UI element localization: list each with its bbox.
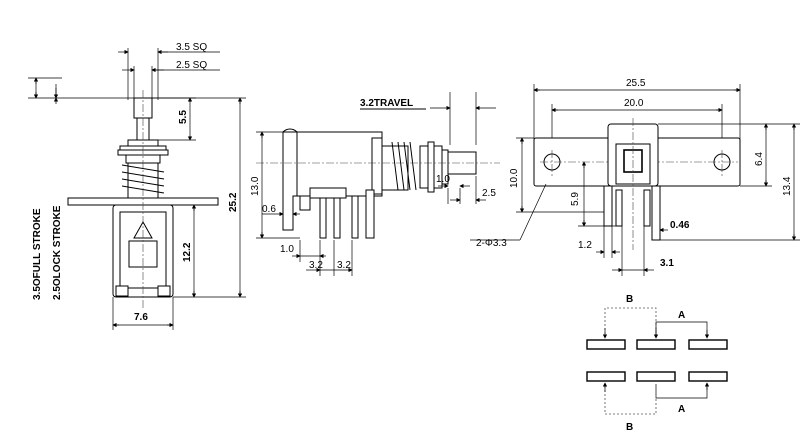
front-view: 3.5 SQ 2.5 SQ 5.5	[28, 42, 246, 330]
front-knob-height-label: 5.5	[178, 110, 189, 124]
pad-bottom-left	[586, 371, 626, 382]
schematic-label-a-top: A	[678, 310, 685, 321]
schematic-label-b-bottom: B	[626, 422, 633, 433]
front-total-height-label: 25.2	[228, 192, 239, 212]
schematic-a-top-connection	[655, 321, 708, 336]
side-pitch-a-label: 3.2	[309, 260, 323, 271]
top-total-height-label: 13.4	[782, 176, 793, 196]
front-body-height-label: 12.2	[182, 242, 193, 262]
side-pin-offset-label: 0.6	[262, 204, 276, 215]
side-pitch-b-label: 3.2	[337, 260, 351, 271]
top-pin-spacing-label: 3.1	[660, 258, 674, 269]
side-body	[282, 131, 383, 231]
top-pin-width-label: 1.2	[578, 240, 592, 251]
pad-top-center	[636, 339, 676, 350]
side-bush-len-label: 2.5	[482, 188, 496, 199]
top-flange-height-label: 10.0	[509, 168, 520, 188]
side-bush-gap-label: 1.0	[436, 174, 450, 185]
side-height-label: 13.0	[250, 176, 261, 196]
switch-schematic: B A A B	[586, 294, 728, 433]
schematic-a-bottom-connection	[655, 384, 708, 399]
side-spring	[391, 141, 417, 191]
top-pin-thickness-label: 0.46	[670, 220, 690, 231]
pad-top-left	[586, 339, 626, 350]
front-body-width-label: 7.6	[134, 312, 148, 323]
pad-bottom-center	[636, 371, 676, 382]
front-sq-outer-label: 3.5 SQ	[176, 42, 207, 53]
schematic-label-a-bottom: A	[678, 404, 685, 415]
schematic-b-top-connection	[604, 307, 657, 334]
top-hole-callout: 2-Φ3.3	[476, 238, 507, 249]
pad-bottom-right	[688, 371, 728, 382]
travel-label: 3.2TRAVEL	[360, 98, 413, 109]
front-triangle-mark	[133, 220, 153, 239]
schematic-b-bottom-connection	[604, 386, 657, 415]
top-width-label: 25.5	[626, 78, 646, 89]
side-pitch-first-label: 1.0	[280, 244, 294, 255]
top-pin-offset-label: 5.9	[570, 192, 581, 206]
lock-stroke-label: 2.5OLOCK STROKE	[52, 205, 63, 300]
front-sq-inner-label: 2.5 SQ	[176, 60, 207, 71]
top-view: 25.5 20.0 10.0 5.9	[470, 78, 800, 276]
top-hole-pitch-label: 20.0	[624, 98, 644, 109]
pad-top-right	[688, 339, 728, 350]
top-mid-height-label: 6.4	[754, 152, 765, 166]
full-stroke-label: 3.5OFULL STROKE	[32, 208, 43, 300]
side-view: 3.2TRAVEL 13.0 0.6	[250, 92, 500, 276]
schematic-label-b-top: B	[626, 294, 633, 305]
